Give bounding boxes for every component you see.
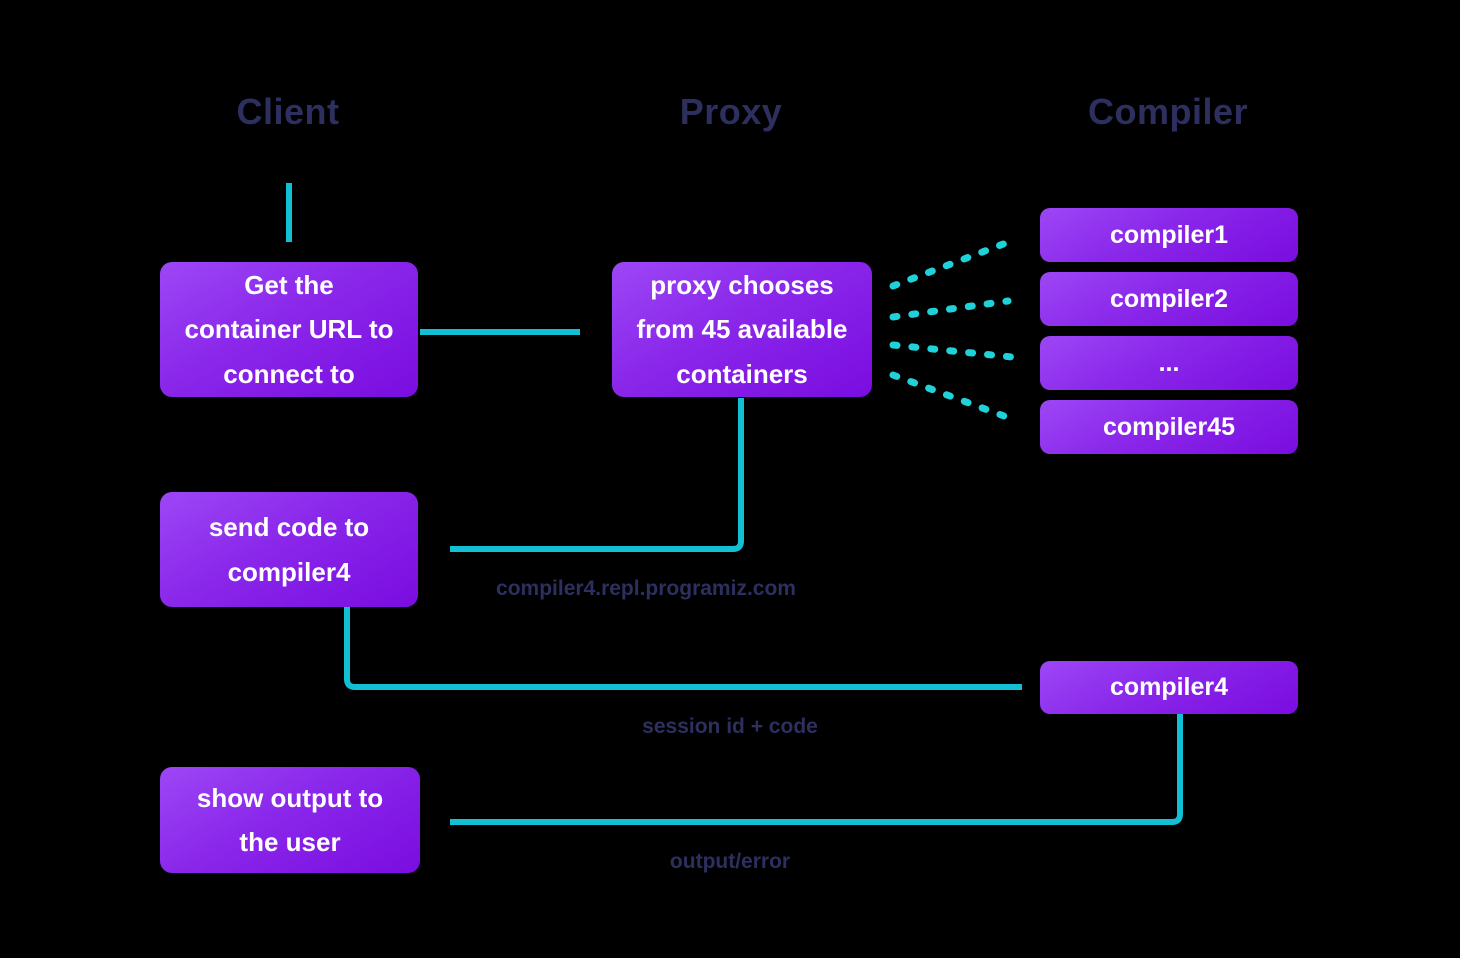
arrow-send-code-to-compiler4 (344, 607, 1022, 690)
node-compiler4: compiler4 (1040, 661, 1298, 714)
node-proxy-chooses: proxy chooses from 45 available containe… (612, 262, 872, 397)
node-show-output: show output to the user (160, 767, 420, 873)
arrow-proxy-to-compiler45 (889, 371, 1008, 420)
column-heading-client: Client (236, 91, 340, 132)
edge-label-session-id-code: session id + code (642, 715, 818, 738)
arrow-proxy-to-compiler2 (889, 297, 1012, 321)
node-compiler1: compiler1 (1040, 208, 1298, 262)
column-heading-compiler: Compiler (1087, 91, 1249, 132)
arrow-proxy-to-compiler1 (889, 239, 1010, 290)
edge-label-container-url: compiler4.repl.programiz.com (496, 577, 796, 600)
node-compiler45: compiler45 (1040, 400, 1298, 454)
arrow-proxy-to-send-code (450, 398, 744, 552)
arrow-proxy-to-compiler-ellipsis (889, 341, 1016, 361)
arrow-compiler4-to-show-output (450, 714, 1183, 825)
node-compiler2: compiler2 (1040, 272, 1298, 326)
node-compiler-ellipsis: ... (1040, 336, 1298, 390)
node-get-container-url: Get the container URL to connect to (160, 262, 418, 397)
node-send-code: send code to compiler4 (160, 492, 418, 607)
column-heading-proxy: Proxy (679, 91, 783, 132)
edge-label-output-error: output/error (669, 850, 791, 873)
